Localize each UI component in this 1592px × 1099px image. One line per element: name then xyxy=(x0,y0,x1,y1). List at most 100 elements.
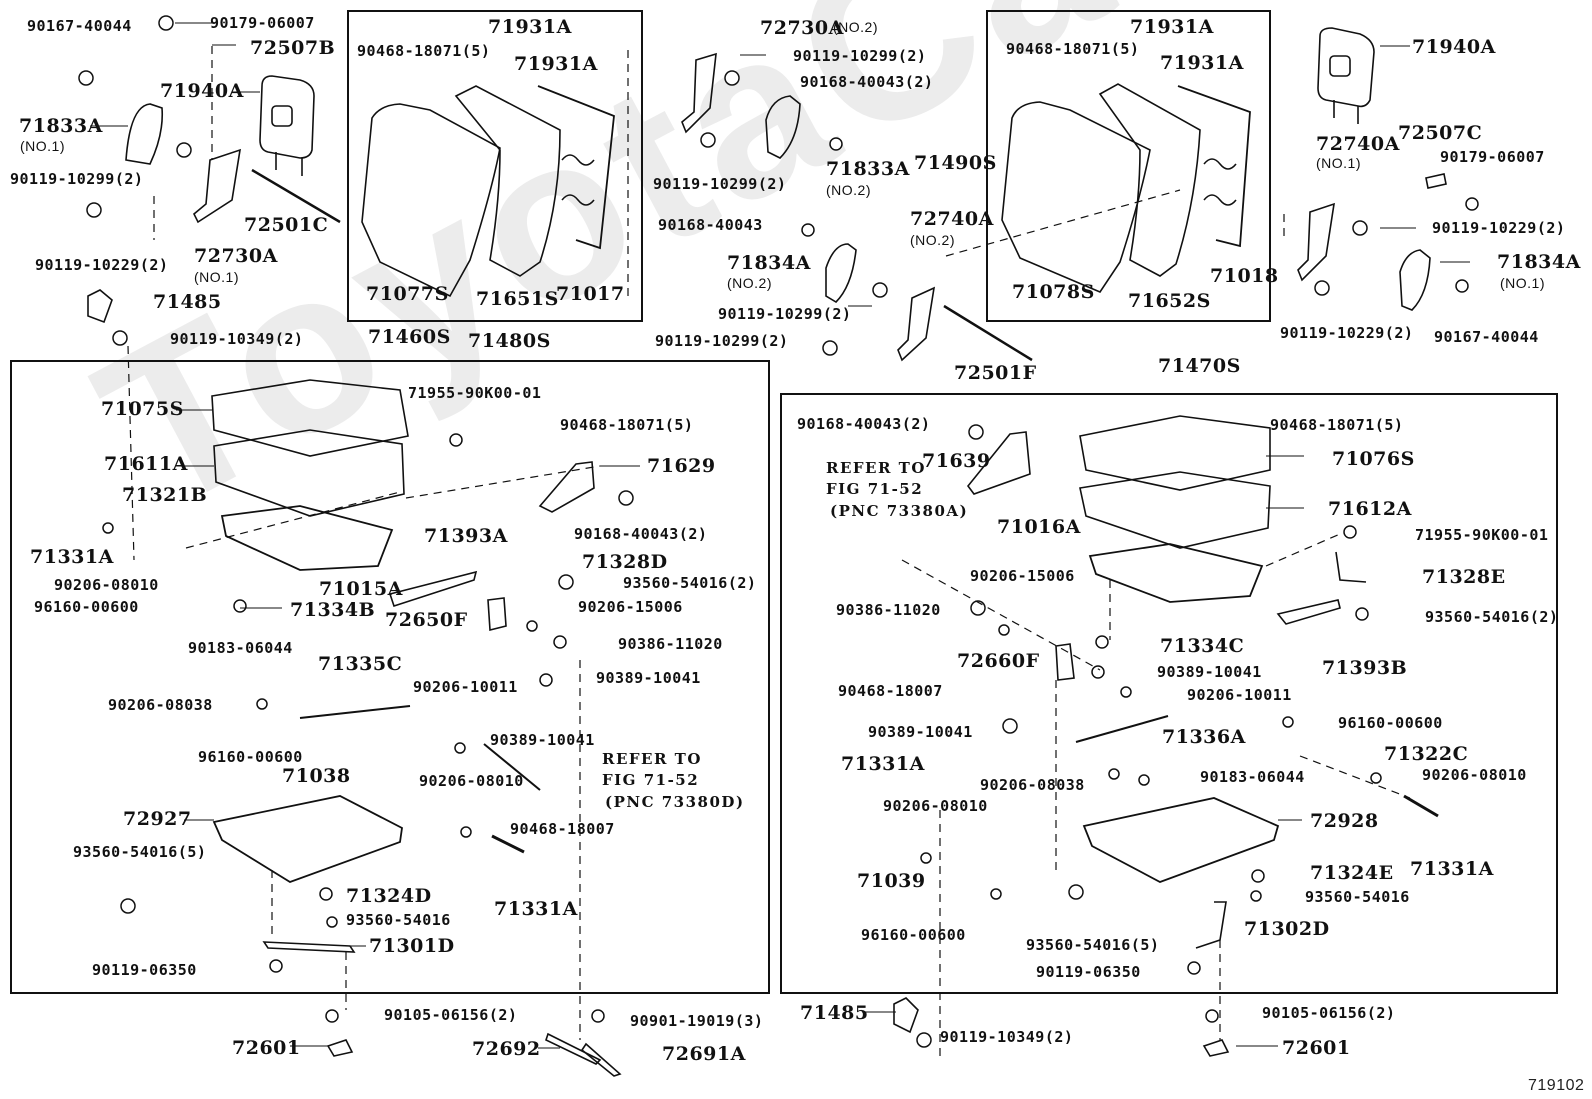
label-72501f: 72501F xyxy=(954,362,1037,384)
label-71480s: 71480S xyxy=(468,330,551,352)
label-71931a-lb-2: 71931A xyxy=(514,53,598,75)
label-90167-40044-right: 90167-40044 xyxy=(1434,328,1539,346)
label-71470s: 71470S xyxy=(1158,355,1241,377)
frame-71018 xyxy=(1177,85,1251,248)
label-93560-54016-5-lc: 93560-54016(5) xyxy=(73,843,207,861)
refer-to-line3-lc[interactable]: (PNC 73380D) xyxy=(605,793,745,811)
refer-to-line3-rc[interactable]: (PNC 73380A) xyxy=(830,502,969,520)
label-71331a-rc2: 71331A xyxy=(1410,858,1494,880)
label-71076s: 71076S xyxy=(1332,448,1415,470)
frame-71015a xyxy=(220,505,394,571)
label-71328d: 71328D xyxy=(582,551,668,573)
label-71955-90k00-01-lc: 71955-90K00-01 xyxy=(408,384,542,402)
hinge-72730a-no2 xyxy=(681,52,717,134)
bracket-71301d xyxy=(262,941,356,953)
bracket-72691a xyxy=(580,1042,622,1077)
label-90168-40043-m2: 90168-40043 xyxy=(658,216,763,234)
label-90206-10011-lc: 90206-10011 xyxy=(413,678,518,696)
bracket-72601-right xyxy=(1202,1039,1230,1057)
label-93560-54016-rc: 93560-54016 xyxy=(1305,888,1410,906)
clip-71485-left xyxy=(87,289,113,324)
label-72691a: 72691A xyxy=(662,1043,746,1065)
label-93560-54016-2-rc: 93560-54016(2) xyxy=(1425,608,1559,626)
headrest-right xyxy=(1317,27,1375,108)
label-90206-08010-rc2: 90206-08010 xyxy=(1422,766,1527,784)
label-71940a-right: 71940A xyxy=(1412,36,1496,58)
label-90119-10299-m4: 90119-10299(2) xyxy=(655,332,789,350)
label-72507c: 72507C xyxy=(1398,122,1483,144)
label-71015a: 71015A xyxy=(319,578,403,600)
refer-to-line1-lc[interactable]: REFER TO xyxy=(602,750,702,768)
label-71017: 71017 xyxy=(556,283,625,305)
side-cover-left xyxy=(125,103,164,165)
label-90183-06044-rc: 90183-06044 xyxy=(1200,768,1305,786)
label-90167-40044: 90167-40044 xyxy=(27,17,132,35)
label-96160-00600-rc1: 96160-00600 xyxy=(861,926,966,944)
rod-71335c xyxy=(299,705,411,719)
label-71834a-no2-sub: (NO.2) xyxy=(727,275,772,291)
label-90206-08010-lc1: 90206-08010 xyxy=(54,576,159,594)
label-71038: 71038 xyxy=(282,765,351,787)
label-90468-18071-rc: 90468-18071(5) xyxy=(1270,416,1404,434)
label-71075s: 71075S xyxy=(101,398,184,420)
tray-72927 xyxy=(212,795,403,883)
label-71324d: 71324D xyxy=(346,885,432,907)
label-71393b: 71393B xyxy=(1322,657,1408,679)
label-90468-18071-lc: 90468-18071(5) xyxy=(560,416,694,434)
label-72507b: 72507B xyxy=(250,37,336,59)
rod-71334 xyxy=(483,743,541,791)
label-90119-10299-m3: 90119-10299(2) xyxy=(718,305,852,323)
label-90206-08038-lc: 90206-08038 xyxy=(108,696,213,714)
label-71078s: 71078S xyxy=(1012,281,1095,303)
label-71834a-no1-sub: (NO.1) xyxy=(1500,275,1545,291)
bracket-71328e xyxy=(1335,551,1367,583)
label-90179-06007-right: 90179-06007 xyxy=(1440,148,1545,166)
hinge-72740a-no1 xyxy=(1297,202,1335,282)
label-90168-40043-lc: 90168-40043(2) xyxy=(574,525,708,543)
label-71334b: 71334B xyxy=(290,599,376,621)
cushion-71612a xyxy=(1079,471,1271,549)
label-90468-18007-rc: 90468-18007 xyxy=(838,682,943,700)
label-71018: 71018 xyxy=(1210,265,1279,287)
rod-71336a xyxy=(1075,715,1169,743)
label-90206-10011-rc: 90206-10011 xyxy=(1187,686,1292,704)
refer-to-line2-rc[interactable]: FIG 71-52 xyxy=(826,480,924,498)
key-72507c xyxy=(1425,173,1447,189)
bolt-71331a-right xyxy=(1403,794,1439,818)
label-90119-10229-left: 90119-10229(2) xyxy=(35,256,169,274)
label-90389-10041-lc2: 90389-10041 xyxy=(490,731,595,749)
label-72927: 72927 xyxy=(123,808,192,830)
label-71331a-lc1: 71331A xyxy=(30,546,114,568)
seatback-71078s xyxy=(1001,101,1151,293)
latch-72650f xyxy=(487,597,507,632)
label-71331a-rc1: 71331A xyxy=(841,753,925,775)
refer-to-line2-lc[interactable]: FIG 71-52 xyxy=(602,771,700,789)
label-71335c: 71335C xyxy=(318,653,403,675)
label-90183-06044-lc: 90183-06044 xyxy=(188,639,293,657)
cushion-71075s xyxy=(211,379,409,457)
label-90119-06350-lc: 90119-06350 xyxy=(92,961,197,979)
cover-71833a-no2 xyxy=(765,95,801,159)
label-96160-00600-rc2: 96160-00600 xyxy=(1338,714,1443,732)
label-90179-06007: 90179-06007 xyxy=(210,14,315,32)
label-90389-10041-rc1: 90389-10041 xyxy=(1157,663,1262,681)
label-71393a: 71393A xyxy=(424,525,508,547)
label-71940a: 71940A xyxy=(160,80,244,102)
refer-to-line1-rc[interactable]: REFER TO xyxy=(826,459,926,477)
seatback-right-group-box xyxy=(986,10,1271,322)
label-90468-18007-lc: 90468-18007 xyxy=(510,820,615,838)
label-90206-15006-rc: 90206-15006 xyxy=(970,567,1075,585)
label-72730a-no2-sub: (NO.2) xyxy=(833,19,878,35)
label-90119-10349-top: 90119-10349(2) xyxy=(170,330,304,348)
tray-72928 xyxy=(1082,797,1280,883)
label-90468-18071-rb: 90468-18071(5) xyxy=(1006,40,1140,58)
seatback-71651s xyxy=(454,85,561,277)
lever-71393a xyxy=(388,570,478,608)
label-72730a-no2: 72730A xyxy=(760,17,844,39)
label-90119-10299-m1: 90119-10299(2) xyxy=(793,47,927,65)
label-71651s: 71651S xyxy=(476,288,559,310)
cover-71834a-no1 xyxy=(1399,249,1431,311)
label-72928: 72928 xyxy=(1310,810,1379,832)
label-90119-10299-m2: 90119-10299(2) xyxy=(653,175,787,193)
